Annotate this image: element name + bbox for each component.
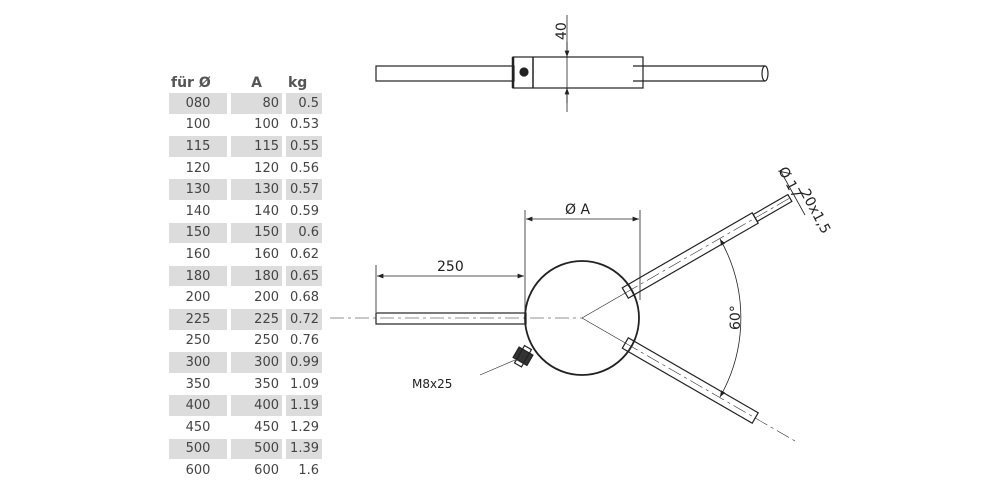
cell-a: 500 [231, 438, 282, 460]
top-view: 40 [375, 15, 769, 112]
cell-kg: 0.5 [286, 93, 322, 114]
table-header: für Ø A kg [169, 73, 322, 92]
cell-a: 80 [231, 93, 282, 114]
table-row: 100 100 0.53 [169, 115, 322, 136]
table-row: 140 140 0.59 [169, 201, 322, 222]
cell-a: 250 [254, 333, 279, 349]
angle-label: 60° [728, 305, 744, 330]
upper-arm [581, 193, 793, 319]
cell-diameter: 140 [185, 203, 211, 219]
cell-diameter: 450 [185, 419, 211, 435]
cell-kg: 1.09 [290, 376, 319, 392]
cell-a: 150 [231, 222, 282, 244]
cell-kg: 0.6 [286, 222, 322, 244]
cell-a: 600 [254, 462, 279, 478]
table-row: 160 160 0.62 [169, 244, 322, 265]
table-row: 250 250 0.76 [169, 331, 322, 352]
cell-kg: 0.72 [286, 308, 322, 330]
cell-a: 140 [254, 203, 279, 219]
cell-a: 115 [231, 136, 282, 157]
table-row: 200 200 0.68 [169, 287, 322, 308]
table-row: 120 120 0.56 [169, 158, 322, 179]
cell-kg: 1.39 [286, 438, 322, 460]
cell-diameter: 115 [169, 136, 227, 157]
bolt-icon [519, 67, 529, 77]
cell-diameter: 400 [169, 395, 227, 416]
cell-diameter: 300 [169, 352, 227, 373]
cell-diameter: 150 [169, 222, 227, 244]
table-row: 350 350 1.09 [169, 374, 322, 395]
cell-kg: 0.65 [286, 265, 322, 287]
left-arm [375, 312, 527, 325]
cell-kg: 0.76 [290, 333, 319, 349]
table-row: 450 450 1.29 [169, 417, 322, 438]
cell-diameter: 500 [169, 438, 227, 460]
cell-kg: 0.53 [290, 117, 319, 133]
cell-diameter: 225 [169, 308, 227, 330]
cell-a: 200 [254, 290, 279, 306]
tube-outer-label: 20x1,5 [796, 186, 833, 236]
left-rod [375, 65, 515, 82]
cell-kg: 1.6 [298, 462, 319, 478]
height-dim-label: 40 [554, 22, 570, 40]
cell-kg: 1.19 [286, 395, 322, 416]
cell-diameter: 180 [169, 265, 227, 287]
cell-diameter: 120 [185, 160, 211, 176]
cell-a: 450 [254, 419, 279, 435]
rod-end [761, 65, 769, 82]
cell-kg: 0.55 [286, 136, 322, 157]
lower-arm [581, 317, 797, 443]
cell-diameter: 130 [169, 179, 227, 200]
cell-diameter: 250 [185, 333, 211, 349]
front-view: 250 Ø A 60° Ø 17 20x1,5 M8x25 [330, 164, 833, 443]
bolt-icon [512, 344, 534, 368]
cell-kg: 1.29 [290, 419, 319, 435]
cell-kg: 0.56 [290, 160, 319, 176]
cell-a: 120 [254, 160, 279, 176]
cell-diameter: 100 [185, 117, 211, 133]
cell-kg: 0.57 [286, 179, 322, 200]
cell-a: 130 [231, 179, 282, 200]
cell-kg: 0.59 [290, 203, 319, 219]
arm-length-label: 250 [437, 259, 464, 275]
header-diameter: für Ø [171, 74, 211, 91]
cell-kg: 0.62 [290, 246, 319, 262]
table-row: 600 600 1.6 [169, 460, 322, 481]
cell-a: 180 [231, 265, 282, 287]
cell-kg: 0.68 [290, 290, 319, 306]
cell-kg: 0.99 [286, 352, 322, 373]
bolt-label: M8x25 [412, 377, 452, 391]
cell-diameter: 350 [185, 376, 211, 392]
cell-a: 100 [254, 117, 279, 133]
cell-a: 160 [254, 246, 279, 262]
cell-a: 400 [231, 395, 282, 416]
cell-a: 350 [254, 376, 279, 392]
header-kg: kg [288, 74, 308, 91]
cell-a: 300 [231, 352, 282, 373]
cell-diameter: 080 [169, 93, 227, 114]
diameter-label: Ø A [565, 202, 590, 218]
header-a: A [251, 74, 262, 91]
cell-diameter: 600 [185, 462, 211, 478]
cell-diameter: 160 [185, 246, 211, 262]
cell-diameter: 200 [185, 290, 211, 306]
cell-a: 225 [231, 308, 282, 330]
